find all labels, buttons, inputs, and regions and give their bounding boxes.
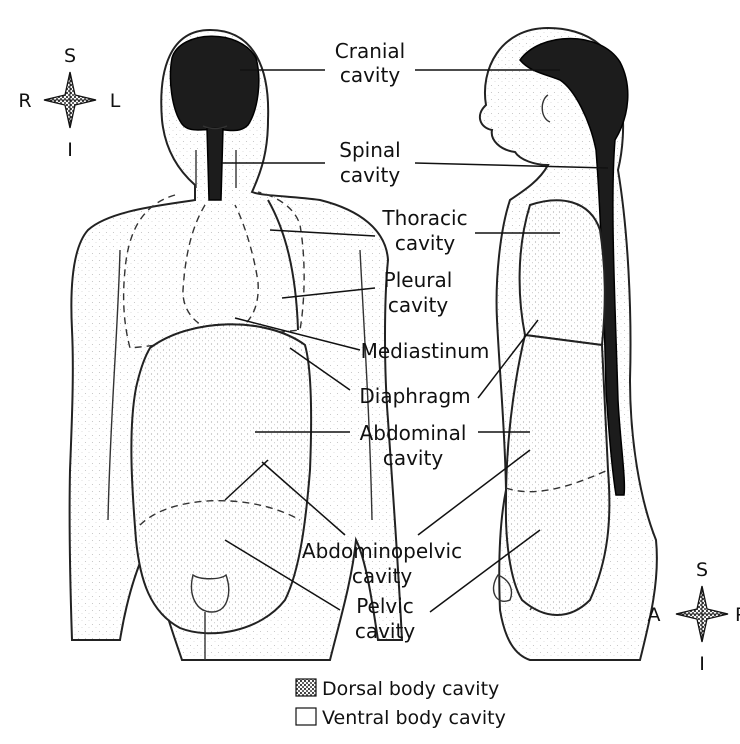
compass-side-p: P [735, 604, 740, 626]
label-abdominal-line2: cavity [383, 446, 443, 470]
label-spinal-line2: cavity [340, 163, 400, 187]
abdominopelvic-cavity-side [506, 335, 610, 615]
compass-side: S I A P [648, 559, 740, 675]
compass-side-a: A [648, 604, 661, 626]
compass-front-r: R [18, 90, 31, 112]
label-thoracic-line2: cavity [395, 231, 455, 255]
legend-dorsal-label: Dorsal body cavity [322, 678, 499, 700]
cranial-cavity-front [170, 36, 258, 130]
side-figure [480, 28, 657, 660]
thoracic-cavity-side [520, 200, 605, 345]
label-pleural-line1: Pleural [384, 268, 453, 292]
compass-front-i: I [67, 139, 73, 161]
legend-dorsal-swatch [296, 679, 316, 696]
compass-side-s: S [696, 559, 708, 581]
compass-front-l: L [110, 90, 121, 112]
label-pelvic-line1: Pelvic [356, 594, 414, 618]
label-mediastinum: Mediastinum [361, 339, 490, 363]
label-abdominal-line1: Abdominal [360, 421, 467, 445]
label-diaphragm: Diaphragm [359, 384, 470, 408]
label-pelvic-line2: cavity [355, 619, 415, 643]
label-cranial-line2: cavity [340, 63, 400, 87]
label-spinal-line1: Spinal [339, 138, 400, 162]
compass-axes-side [676, 586, 728, 642]
compass-side-i: I [699, 653, 705, 675]
label-thoracic-line1: Thoracic [381, 206, 467, 230]
compass-front: S I R L [18, 45, 120, 161]
compass-axes-front [44, 72, 96, 128]
label-abdominopelvic-line1: Abdominopelvic [302, 539, 462, 563]
label-pleural-line2: cavity [388, 293, 448, 317]
label-cranial-line1: Cranial [335, 39, 406, 63]
abdominopelvic-cavity-front [131, 324, 311, 633]
legend: Dorsal body cavity Ventral body cavity [296, 678, 506, 729]
label-abdominopelvic-line2: cavity [352, 564, 412, 588]
compass-front-s: S [64, 45, 76, 67]
legend-ventral-swatch [296, 708, 316, 725]
spinal-cavity-front [207, 128, 223, 200]
legend-ventral-label: Ventral body cavity [322, 707, 506, 729]
